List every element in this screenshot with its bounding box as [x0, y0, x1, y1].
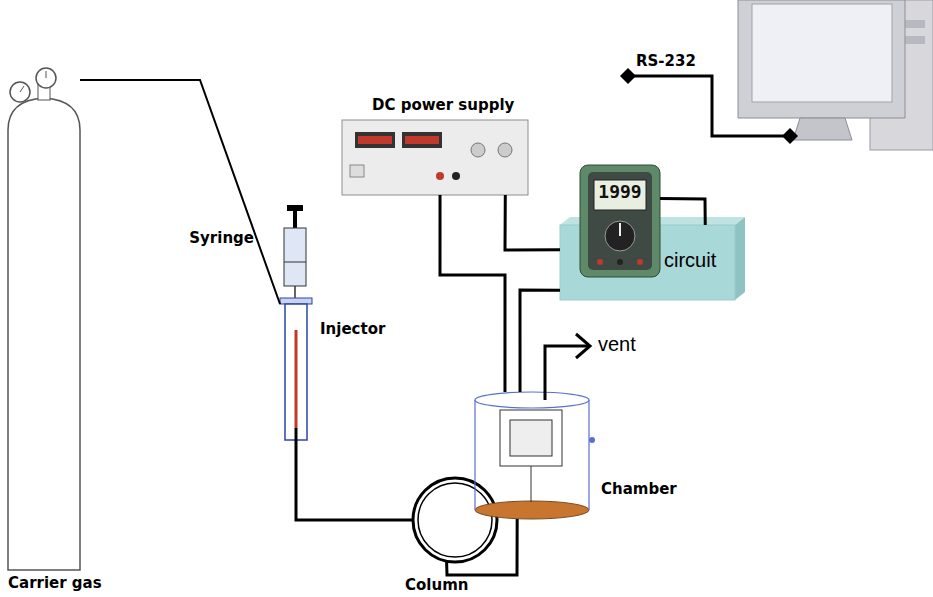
vent-label: vent	[598, 333, 636, 356]
column: Column	[413, 478, 497, 562]
device-label: Chamber	[601, 480, 677, 498]
circuit-box: circuit	[560, 225, 735, 300]
computer-illustration	[738, 0, 933, 150]
device-label: DC power supply	[372, 96, 514, 114]
gas-tube	[80, 80, 280, 304]
device-label: circuit	[664, 249, 716, 272]
column-tube	[447, 519, 518, 575]
probe-wire	[660, 199, 705, 225]
power-wire	[505, 195, 560, 250]
device-label: Syringe	[189, 229, 254, 247]
device-label: Injector	[320, 320, 385, 338]
multimeter-illustration	[580, 165, 660, 277]
column-coil	[413, 478, 497, 562]
power-wire	[440, 195, 505, 392]
power-supply-illustration	[342, 120, 528, 195]
device-label: Column	[405, 576, 468, 594]
multimeter: 1999	[580, 165, 660, 277]
meter-reading: 1999	[598, 181, 641, 202]
gas-cylinder	[8, 68, 80, 570]
injector-illustration	[280, 298, 312, 440]
rs232-cable	[620, 68, 798, 144]
syringe: Syringe	[284, 205, 306, 297]
device-label: Carrier gas	[8, 574, 102, 592]
column-tube	[296, 440, 413, 520]
chamber-illustration	[475, 392, 595, 519]
chamber: Chamber	[475, 392, 589, 519]
syringe-illustration	[284, 205, 306, 302]
signal-wire	[520, 290, 560, 392]
port-label: RS-232	[636, 52, 696, 70]
injector: Injector	[280, 298, 312, 440]
gas-cylinder: Carrier gas	[8, 70, 80, 570]
vent-pipe	[545, 334, 590, 400]
power-supply: DC power supply	[342, 120, 528, 195]
